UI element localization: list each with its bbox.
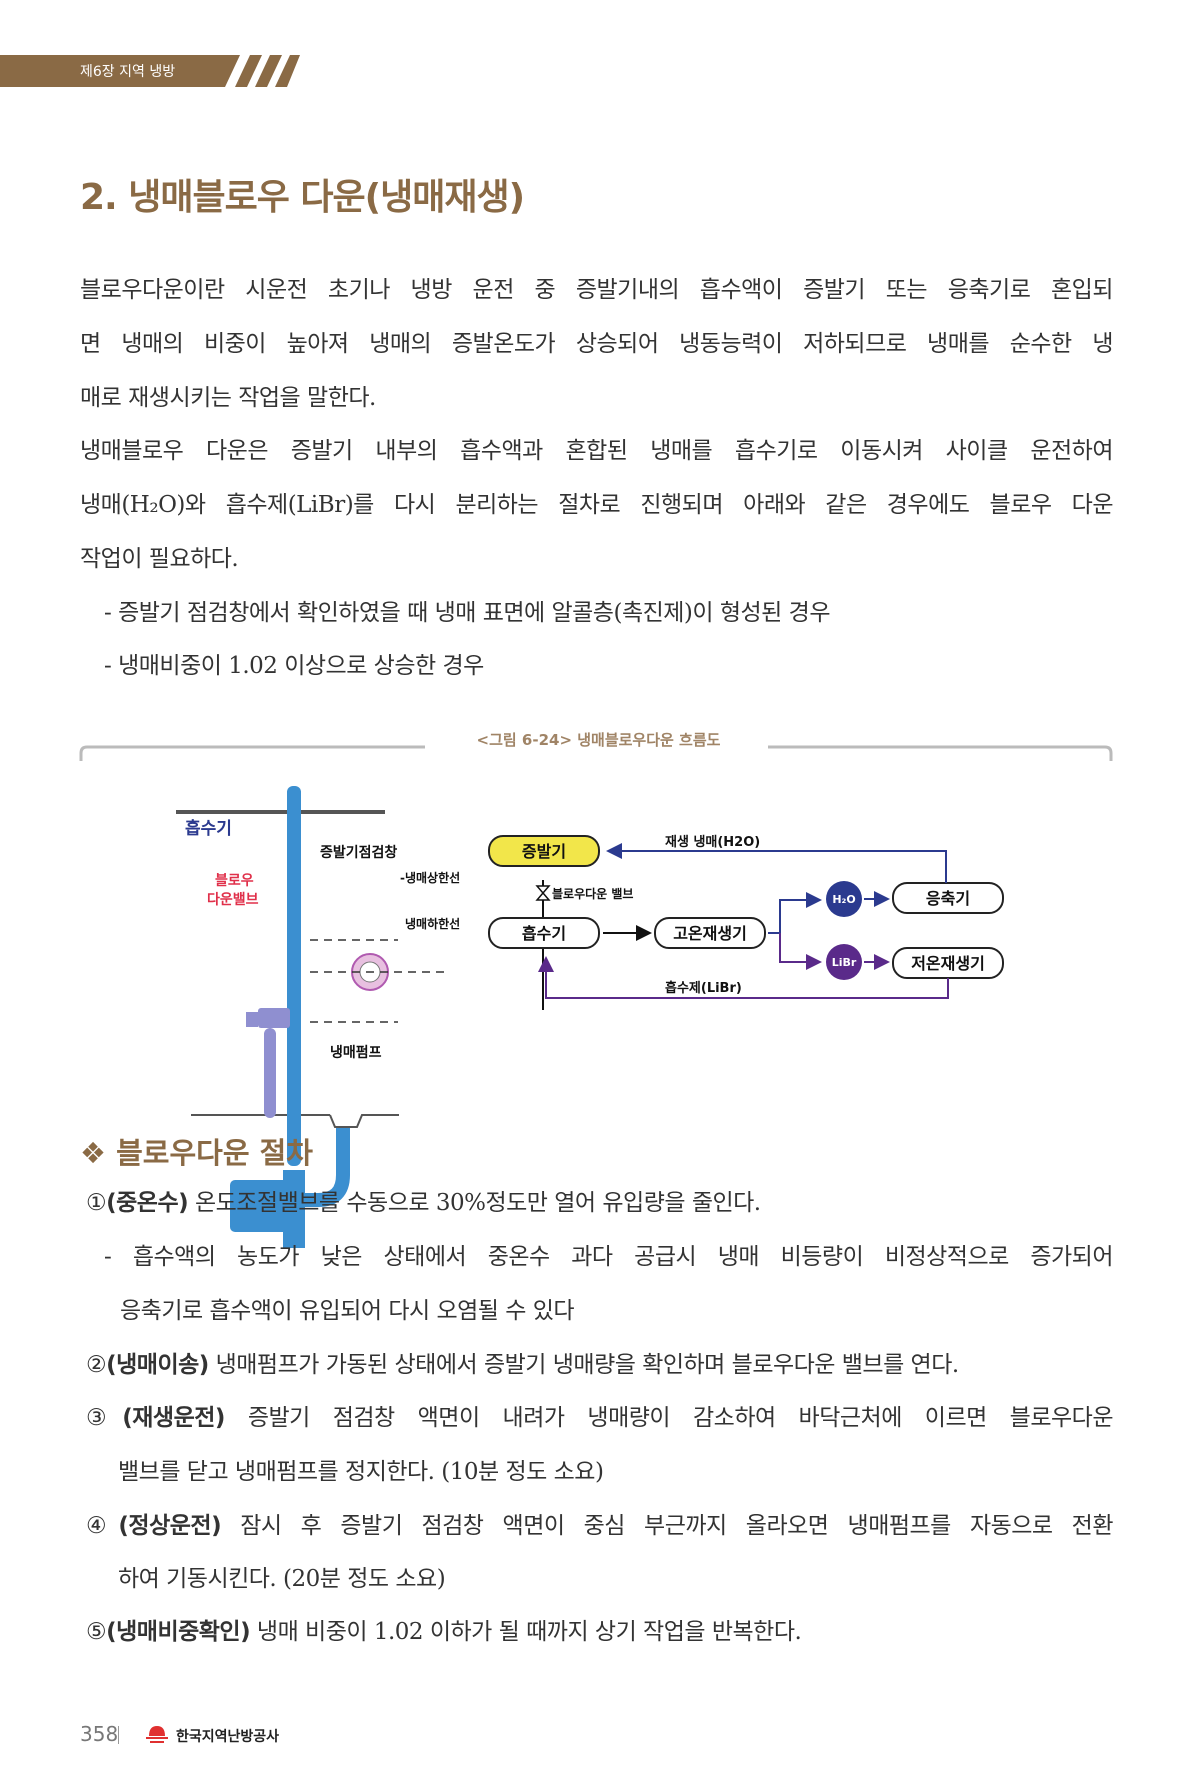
node-cold-regenerator <box>892 947 1004 979</box>
bullet-item: - 증발기 점검창에서 확인하였을 때 냉매 표면에 알콜층(촉진제)이 형성된… <box>104 600 830 626</box>
divider <box>118 1726 119 1744</box>
step-note: 응축기로 흡수액이 유입되어 다시 오염될 수 있다 <box>120 1298 575 1324</box>
svg-text:다운밸브: 다운밸브 <box>207 891 259 908</box>
svg-text:블로우다운 밸브: 블로우다운 밸브 <box>552 886 633 901</box>
svg-text:H₂O: H₂O <box>832 893 855 906</box>
node-condenser <box>892 882 1004 914</box>
body-line: 작업이 필요하다. <box>80 546 239 572</box>
body-line: 면 냉매의 비중이 높아져 냉매의 증발온도가 상승되어 냉동능력이 저하되므로… <box>80 331 1114 357</box>
body-line: 냉매(H₂O)와 흡수제(LiBr)를 다시 분리하는 절차로 진행되며 아래와… <box>80 492 1114 518</box>
step-1: ①(중온수) 온도조절밸브를 수동으로 30%정도만 열어 유입량을 줄인다. <box>86 1190 761 1216</box>
procedure-heading: ❖ 블로우다운 절차 <box>80 1136 313 1170</box>
node-absorber <box>488 917 600 949</box>
body-line: 블로우다운이란 시운전 초기나 냉방 운전 중 증발기내의 흡수액이 증발기 또… <box>80 277 1114 303</box>
page-number: 358 <box>80 1722 119 1746</box>
svg-text:냉매펌프: 냉매펌프 <box>330 1044 382 1061</box>
svg-text:냉매하한선: 냉매하한선 <box>405 916 460 931</box>
sight-glass-icon <box>351 953 389 991</box>
svg-text:블로우: 블로우 <box>215 873 254 889</box>
org-name: 한국지역난방공사 <box>176 1729 280 1745</box>
body-line: 냉매블로우 다운은 증발기 내부의 흡수액과 혼합된 냉매를 흡수기로 이동시켜… <box>80 438 1114 464</box>
blowdown-valve-icon <box>258 1008 290 1028</box>
bullet-item: - 냉매비중이 1.02 이상으로 상승한 경우 <box>104 653 484 679</box>
figure-caption: <그림 6-24> 냉매블로우다운 흐름도 <box>476 731 721 749</box>
node-hot-regenerator <box>654 917 766 949</box>
svg-text:LiBr: LiBr <box>832 956 857 969</box>
step-3: ③(재생운전) 증발기 점검창 액면이 내려가 냉매량이 감소하여 바닥근처에 … <box>86 1405 1113 1431</box>
libr-node <box>826 944 862 980</box>
svg-text:증발기: 증발기 <box>522 842 566 861</box>
h2o-node <box>826 881 862 917</box>
pipe <box>287 786 301 1166</box>
label: 흡수기 <box>185 818 232 839</box>
svg-text:고온재생기: 고온재생기 <box>673 924 747 943</box>
step-note: - 흡수액의 농도가 낮은 상태에서 중온수 과다 공급시 냉매 비등량이 비정… <box>104 1244 1114 1270</box>
step-5: ⑤(냉매비중확인) 냉매 비중이 1.02 이하가 될 때까지 상기 작업을 반… <box>86 1619 802 1645</box>
svg-text:흡수제(LiBr): 흡수제(LiBr) <box>665 980 742 996</box>
org-logo-icon <box>146 1726 168 1743</box>
body-line: 매로 재생시키는 작업을 말한다. <box>80 385 376 411</box>
chapter-label: 제6장 지역 냉방 <box>80 64 176 80</box>
svg-text:응축기: 응축기 <box>926 889 970 908</box>
step-4: ④(정상운전) 잠시 후 증발기 점검창 액면이 중심 부근까지 올라오면 냉매… <box>86 1513 1114 1539</box>
svg-text:재생 냉매(H2O): 재생 냉매(H2O) <box>665 835 760 850</box>
valve-icon <box>535 885 551 901</box>
step-4-cont: 하여 기동시킨다. (20분 정도 소요) <box>118 1566 446 1592</box>
figure-frame <box>79 745 1113 761</box>
svg-text:흡수기: 흡수기 <box>522 924 566 943</box>
step-2: ②(냉매이송) 냉매펌프가 가동된 상태에서 증발기 냉매량을 확인하며 블로우… <box>86 1352 959 1378</box>
section-title: 2. 냉매블로우 다운(냉매재생) <box>80 177 525 218</box>
step-3-cont: 밸브를 닫고 냉매펌프를 정지한다. (10분 정도 소요) <box>118 1459 604 1485</box>
svg-text:저온재생기: 저온재생기 <box>911 954 985 973</box>
node-evaporator <box>488 835 600 867</box>
svg-text:증발기점검창: 증발기점검창 <box>320 844 397 861</box>
chapter-banner <box>0 55 300 87</box>
svg-text:-냉매상한선: -냉매상한선 <box>400 870 460 885</box>
